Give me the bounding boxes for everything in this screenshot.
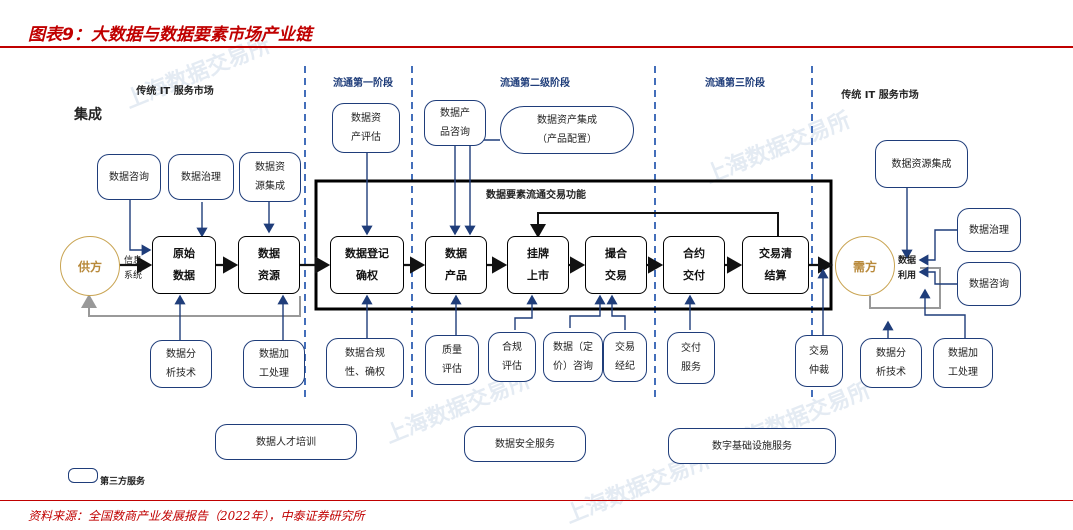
service-compliance: 数据合规 性、确权: [326, 338, 404, 388]
service-data-security: 数据安全服务: [464, 426, 586, 462]
service-integration-left: 数据资 源集成: [239, 152, 301, 202]
demand-circle: 需方: [835, 236, 895, 296]
legend-label: 第三方服务: [100, 477, 146, 487]
footer-rule: [0, 500, 1073, 501]
core-frame-label: 数据要素流通交易功能: [486, 190, 586, 201]
source-note: 资料来源：全国数商产业发展报告（2022年），中泰证券研究所: [28, 509, 365, 523]
service-analysis-right: 数据分 析技术: [860, 338, 922, 388]
node-register: 数据登记 确权: [330, 236, 404, 294]
service-asset-integration: 数据资产集成 （产品配置）: [500, 106, 634, 154]
service-brokerage: 交易 经纪: [603, 332, 647, 382]
right-market-label: 传统 IT 服务市场: [841, 90, 919, 101]
service-governance-left: 数据治理: [168, 154, 234, 200]
node-raw-data: 原始 数据: [152, 236, 216, 294]
service-digital-infrastructure: 数字基础设施服务: [668, 428, 836, 464]
title-rule: [0, 46, 1073, 48]
stage-two-label: 流通第二级阶段: [500, 78, 570, 89]
supply-circle: 供方: [60, 236, 120, 296]
service-product-consulting: 数据产 品咨询: [424, 100, 486, 146]
service-arbitration: 交易 仲裁: [795, 335, 843, 387]
data-use-label: 数据 利用: [898, 256, 917, 282]
service-processing-left: 数据加 工处理: [243, 340, 305, 388]
figure-title: 图表9：大数据与数据要素市场产业链: [28, 25, 312, 45]
left-market-label: 传统 IT 服务市场: [136, 86, 214, 97]
legend-swatch: [68, 468, 98, 483]
node-clearing: 交易清 结算: [742, 236, 809, 294]
service-analysis-left: 数据分 析技术: [150, 340, 212, 388]
integration-label: 集成: [74, 107, 102, 123]
node-data-product: 数据 产品: [425, 236, 487, 294]
service-processing-right: 数据加 工处理: [933, 338, 993, 388]
service-consulting-right: 数据咨询: [957, 262, 1021, 306]
core-frame: [314, 179, 833, 311]
node-data-resource: 数据 资源: [238, 236, 300, 294]
service-quality-evaluation: 质量 评估: [425, 335, 479, 385]
service-compliance-evaluation: 合规 评估: [488, 332, 536, 382]
service-talent-training: 数据人才培训: [215, 424, 357, 460]
stage-three-label: 流通第三阶段: [705, 78, 765, 89]
stage-one-label: 流通第一阶段: [333, 78, 393, 89]
service-asset-evaluation: 数据资 产评估: [332, 103, 400, 153]
node-listing: 挂牌 上市: [507, 236, 569, 294]
service-integration-right: 数据资源集成: [875, 140, 968, 188]
node-matching: 撮合 交易: [585, 236, 647, 294]
service-consulting-left: 数据咨询: [97, 154, 161, 200]
service-delivery: 交付 服务: [667, 332, 715, 384]
service-governance-right: 数据治理: [957, 208, 1021, 252]
info-system-label: 信息 系统: [124, 256, 143, 282]
node-contract: 合约 交付: [663, 236, 725, 294]
service-pricing-consulting: 数据（定 价）咨询: [543, 332, 603, 382]
